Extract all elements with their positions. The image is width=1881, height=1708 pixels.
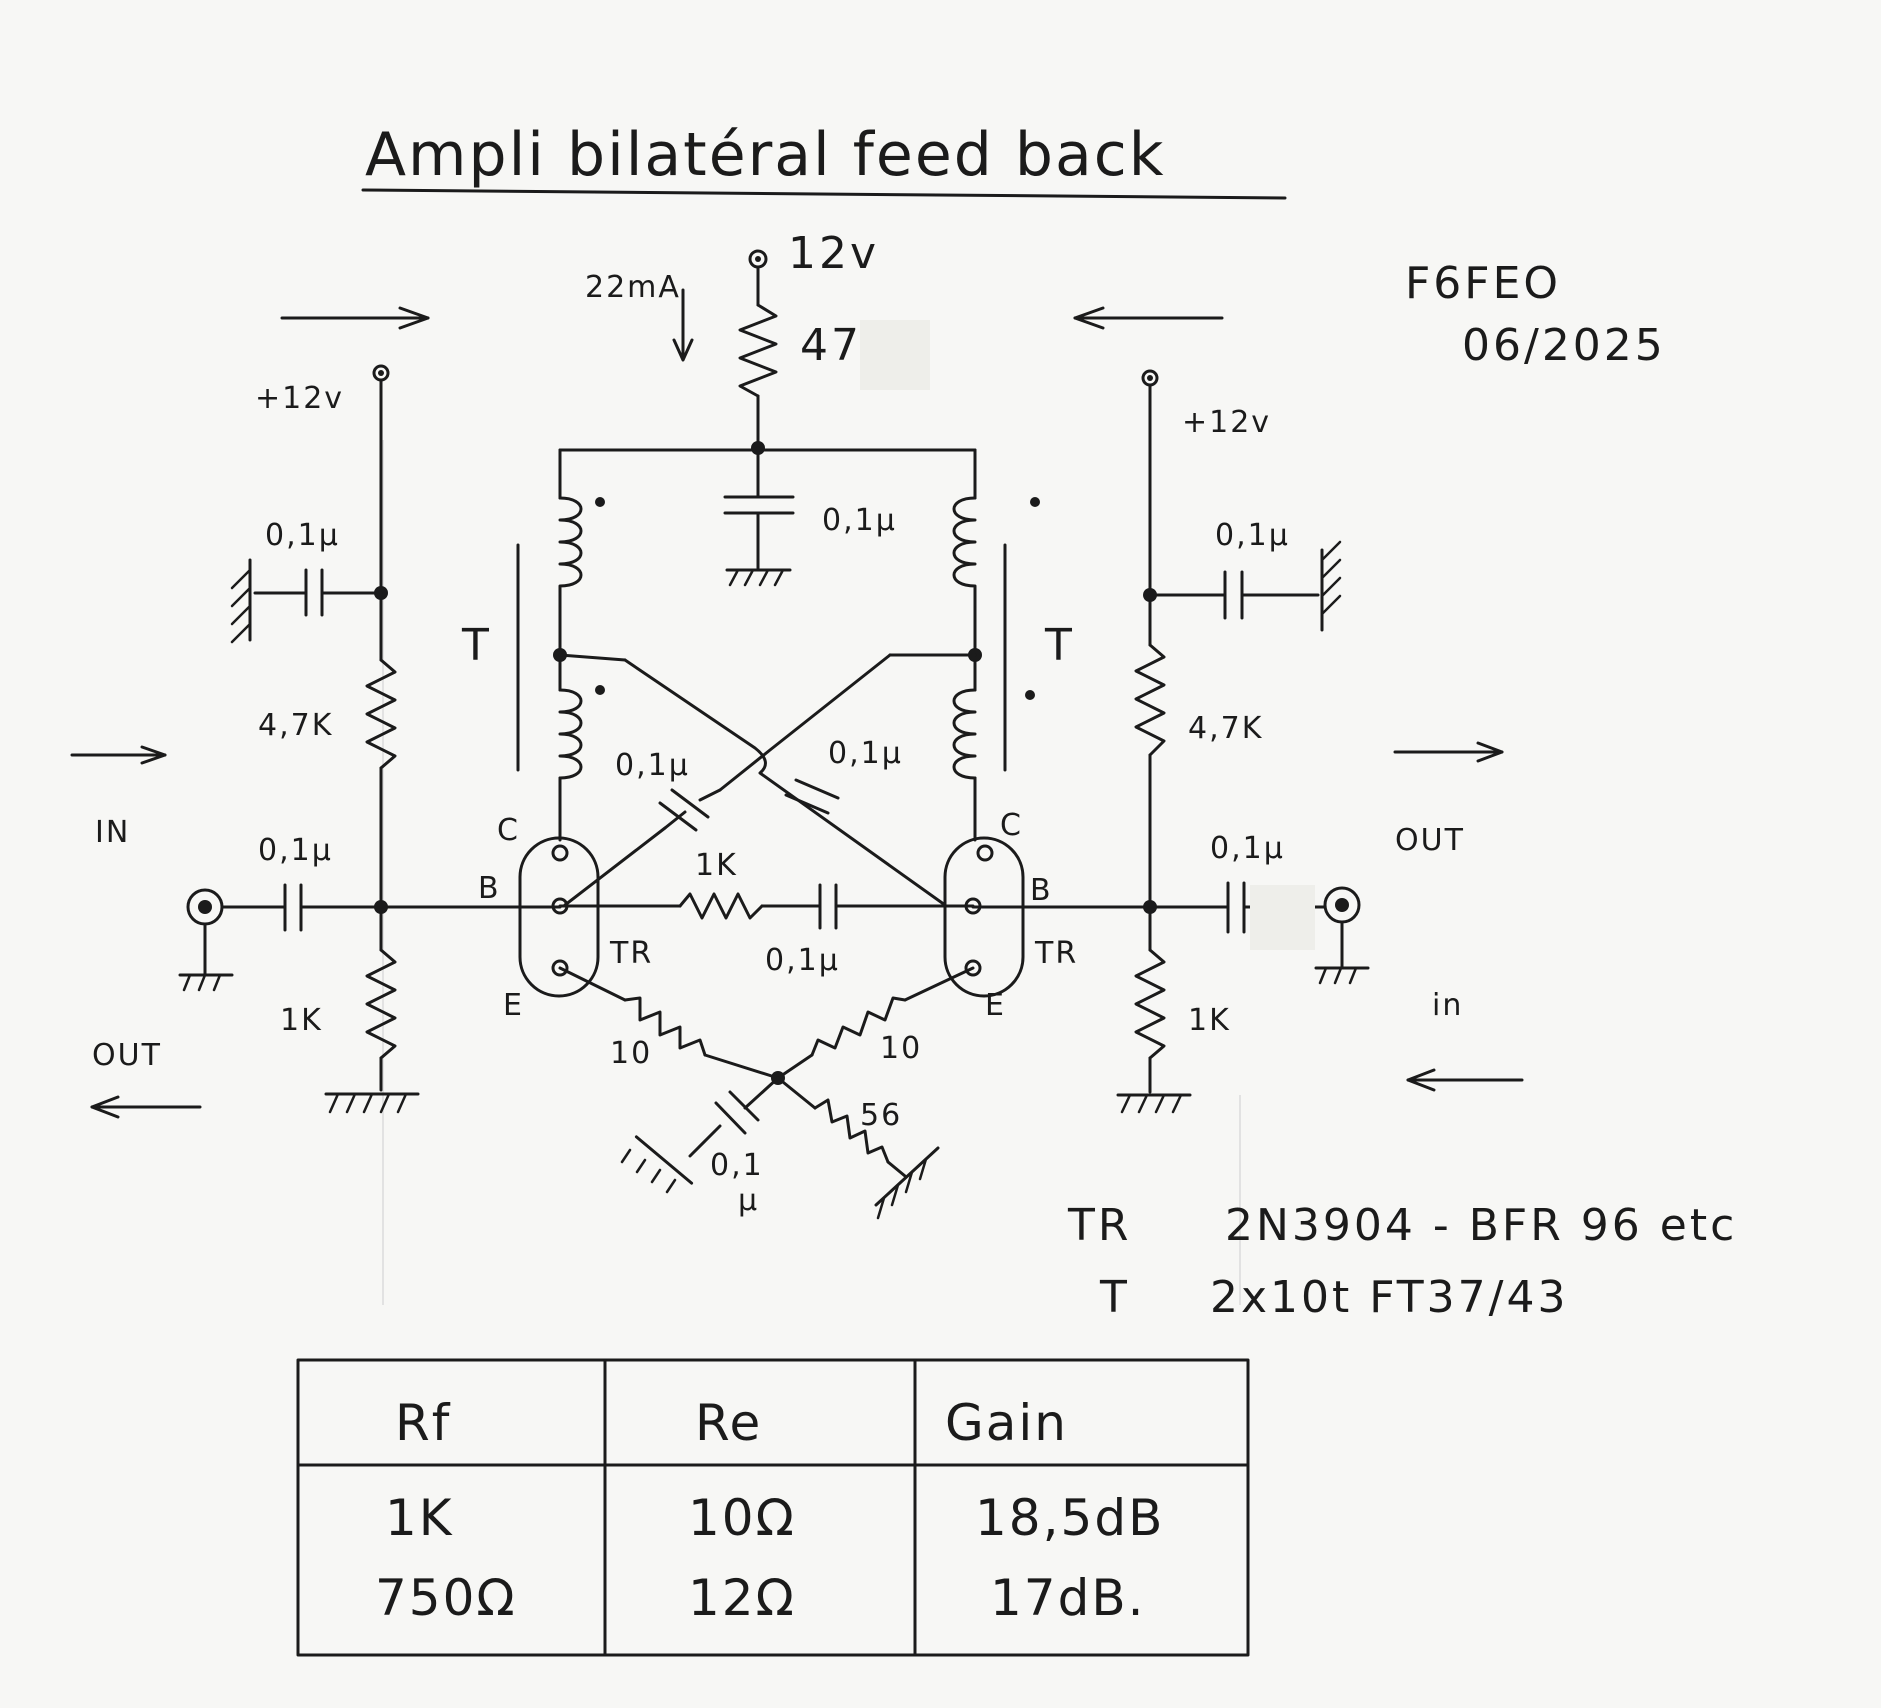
pin-c-left: C — [497, 813, 520, 848]
table-cell-gain-2: 17dB. — [990, 1569, 1146, 1627]
feedback-res-label: 1K — [695, 848, 738, 883]
feedback-cap-label: 0,1µ — [765, 943, 840, 978]
ground-icon — [620, 1135, 694, 1194]
right-bias-top-label: 4,7K — [1188, 711, 1263, 746]
common-cap-unit-label: µ — [738, 1183, 759, 1218]
emitter-res-right-label: 10 — [880, 1031, 922, 1066]
transistor-right — [943, 836, 1025, 998]
right-bias-bottom-label: 1K — [1188, 1003, 1231, 1038]
author-call: F6FEO — [1405, 258, 1561, 309]
transformer-right — [952, 496, 1040, 842]
note-t-value: 2x10t FT37/43 — [1210, 1272, 1568, 1323]
port-out-left: OUT — [92, 1038, 162, 1073]
ground-icon — [324, 1092, 420, 1114]
decoupling-cap-label: 0,1µ — [822, 503, 897, 538]
table-cell-re-1: 10Ω — [688, 1489, 796, 1547]
table-cell-rf-2: 750Ω — [375, 1569, 517, 1627]
decoupling-capacitor: 0,1µ — [723, 446, 897, 570]
right-out-cap-label: 0,1µ — [1210, 831, 1285, 866]
right-supply-label: +12v — [1182, 405, 1271, 440]
cross-coupling — [558, 653, 977, 907]
diagram-title: Ampli bilatéral feed back — [365, 120, 1166, 190]
author-date: 06/2025 — [1462, 320, 1666, 371]
pin-c-right: C — [1000, 808, 1023, 843]
emitter-network — [558, 966, 975, 1178]
arrow-left-icon — [90, 1095, 202, 1119]
supply-voltage-label: 12v — [788, 228, 879, 279]
pin-e-right: E — [985, 988, 1006, 1023]
ground-icon — [725, 568, 792, 587]
ground-icon — [874, 1146, 940, 1220]
transistor-left — [518, 836, 600, 998]
cross-cap-left-label: 0,1µ — [615, 748, 690, 783]
port-out-right: OUT — [1395, 823, 1465, 858]
tr-right-label: TR — [1034, 936, 1078, 971]
note-tr-value: 2N3904 - BFR 96 etc — [1225, 1200, 1737, 1251]
right-cap-label: 0,1µ — [1215, 518, 1290, 553]
note-t-key: T — [1099, 1272, 1130, 1323]
left-supply-label: +12v — [255, 381, 344, 416]
arrow-left-icon — [1406, 1068, 1524, 1092]
results-table — [296, 1358, 1250, 1657]
arrow-right-icon — [70, 745, 167, 765]
left-bias-network — [230, 364, 397, 1092]
note-tr-key: TR — [1067, 1200, 1131, 1251]
pin-b-left: B — [478, 871, 501, 906]
port-in-left: IN — [95, 815, 130, 850]
arrow-right-icon — [1393, 741, 1504, 763]
common-res-label: 56 — [860, 1098, 902, 1133]
supply-12v: 12v 47 22mA — [585, 228, 930, 455]
cross-cap-right-label: 0,1µ — [828, 736, 903, 771]
transformer-left — [516, 496, 605, 842]
transformer-left-label: T — [461, 620, 492, 671]
table-header-re: Re — [695, 1394, 762, 1452]
table-cell-re-2: 12Ω — [688, 1569, 796, 1627]
current-label: 22mA — [585, 270, 681, 305]
left-in-cap-label: 0,1µ — [258, 833, 333, 868]
left-input — [178, 883, 562, 992]
feedback-network — [558, 883, 975, 930]
table-cell-rf-1: 1K — [385, 1489, 454, 1547]
title-underline — [361, 188, 1287, 200]
tr-left-label: TR — [609, 936, 653, 971]
pin-b-right: B — [1030, 873, 1053, 908]
tape-patch — [860, 320, 930, 390]
right-bias-network — [1134, 369, 1342, 1094]
arrow-right-icon — [280, 306, 430, 330]
left-bias-top-label: 4,7K — [258, 708, 333, 743]
table-cell-gain-1: 18,5dB — [975, 1489, 1164, 1547]
emitter-res-left-label: 10 — [610, 1036, 652, 1071]
pin-e-left: E — [503, 988, 524, 1023]
transformer-right-label: T — [1044, 620, 1075, 671]
ground-icon — [1116, 1093, 1192, 1114]
left-bias-bottom-label: 1K — [280, 1003, 323, 1038]
port-in-right: in — [1432, 988, 1463, 1023]
table-header-gain: Gain — [945, 1394, 1068, 1452]
left-cap-label: 0,1µ — [265, 518, 340, 553]
common-cap-label: 0,1 — [710, 1148, 764, 1183]
tape-patch — [1250, 885, 1315, 950]
arrow-left-icon — [1073, 306, 1224, 330]
dropper-resistor-label: 47 — [800, 320, 862, 371]
table-header-rf: Rf — [395, 1394, 451, 1452]
